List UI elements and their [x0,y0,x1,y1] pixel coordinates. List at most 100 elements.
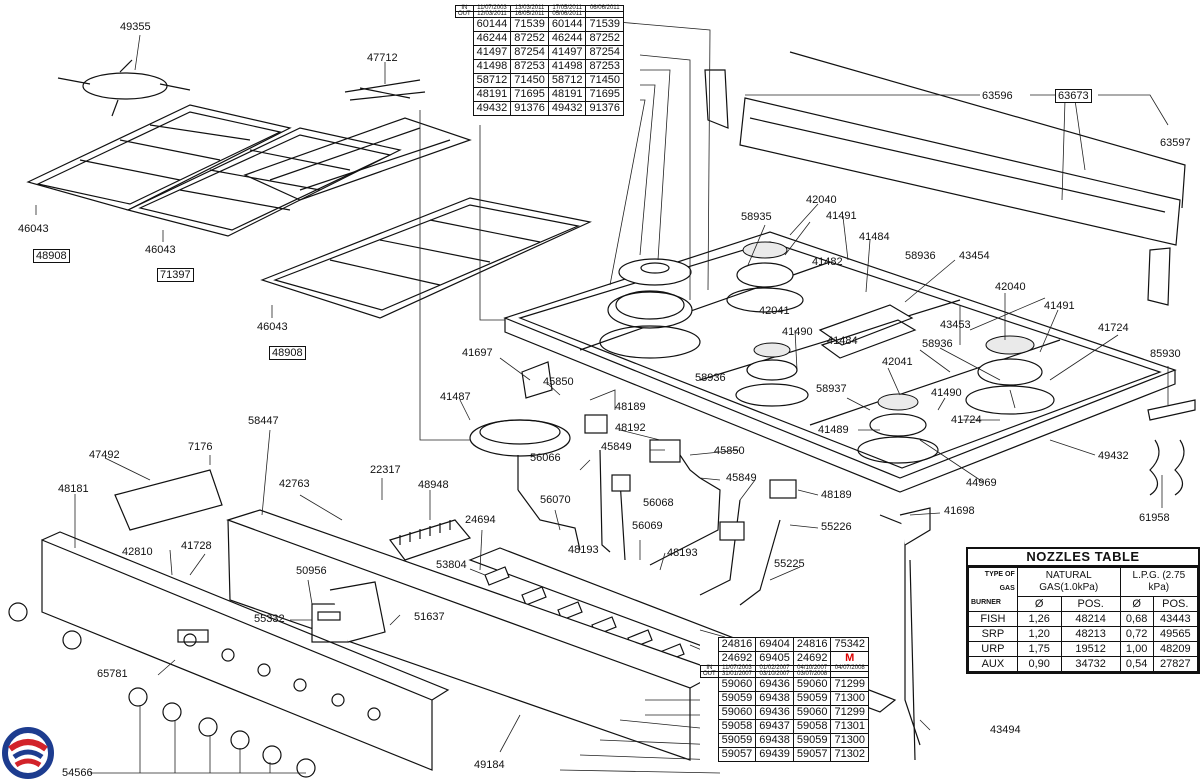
part-label: 55225 [774,558,805,570]
col-dia-lpg: Ø [1119,595,1154,612]
part-label: 41489 [818,424,849,436]
fish-burner [818,304,917,359]
control-panel [41,531,450,771]
part-label: 54566 [62,767,93,779]
part-label: 48193 [667,547,698,559]
table-cell: 87254 [510,45,549,60]
table-cell: 1,00 [1119,640,1154,657]
part-label: 46043 [257,321,288,333]
part-label: 41728 [181,540,212,552]
table-cell: 46244 [472,31,512,46]
part-label: 53804 [436,559,467,571]
nozzles-table: NOZZLES TABLE TYPE OF GAS NATURAL GAS(1.… [966,547,1200,674]
table-row: SRP 1,20 48213 0,72 49565 [968,625,1199,642]
table-cell: 19512 [1060,640,1121,657]
table-cell: 87254 [585,45,625,60]
part-label: 58936 [922,338,953,350]
part-label-boxed: 63673 [1055,89,1092,103]
table-cell: 71301 [830,719,870,734]
bracket-drawing [344,79,426,101]
table-cell: 71300 [830,733,870,748]
terminal-block [389,519,472,561]
part-label: 42040 [806,194,837,206]
part-label: 63597 [1160,137,1191,149]
table-row: 60144 71539 60144 71539 [456,17,625,32]
part-label: 41697 [462,347,493,359]
part-label: 56069 [632,520,663,532]
table-cell-highlight: M [830,651,870,666]
table-cell: 59057 [717,747,757,762]
table-cell: 24692 [792,651,832,666]
table-cell: 48209 [1152,640,1199,657]
valve-taps [484,566,685,663]
table-cell: 24692 [717,651,757,666]
table-cell: 04/07/2008 [830,665,870,672]
part-label: 42040 [995,281,1026,293]
table-row: 41497 87254 41497 87254 [456,45,625,60]
table-cell: 71299 [830,677,870,692]
table-row: URP 1,75 19512 1,00 48209 [968,640,1199,657]
table-cell: 58712 [547,73,587,88]
table-cell: 49565 [1152,625,1199,642]
table-cell: 69437 [755,719,794,734]
burner-label: BURNER [968,596,1018,612]
table-cell: 71300 [830,691,870,706]
table-cell: 71695 [585,87,625,102]
table-cell: 69405 [755,651,794,666]
pan-support-right-top [243,117,472,201]
part-label: 47712 [367,52,398,64]
gas-pipes [517,439,781,606]
burner-front [857,393,939,464]
table-cell: 59059 [717,733,757,748]
table-cell: FISH [968,610,1018,627]
switch-47492 [114,469,223,531]
part-label: 41484 [827,335,858,347]
table-cell: 48191 [547,87,587,102]
part-label: 41490 [782,326,813,338]
table-cell: 24816 [717,637,757,652]
part-label: 58935 [741,211,772,223]
table-cell: 59058 [792,719,832,734]
part-label: 46043 [145,244,176,256]
table-row: FISH 1,26 48214 0,68 43443 [968,610,1199,627]
table-cell: 06/06/2011 [585,5,625,12]
table-row: AUX 0,90 34732 0,54 27827 [968,655,1199,672]
part-label: 55226 [821,521,852,533]
table-cell: 71450 [585,73,625,88]
part-label: 24694 [465,514,496,526]
table-cell: 1,26 [1016,610,1062,627]
natural-gas-header: NATURAL GAS(1.0kPa) [1016,567,1121,597]
table-cell: 41497 [472,45,512,60]
part-label: 41487 [440,391,471,403]
table-cell: 87252 [585,31,625,46]
supersession-table-top: IN 11/07/2003 13/03/2011 17/05/2011 06/0… [455,5,625,116]
part-label: 58936 [905,250,936,262]
burner-wok [599,258,701,359]
part-label: 47492 [89,449,120,461]
nozzles-table-grid: TYPE OF GAS NATURAL GAS(1.0kPa) L.P.G. (… [968,567,1199,672]
table-row: 59058 69437 59058 71301 [701,719,870,734]
table-cell: 60144 [472,17,512,32]
part-label: 44969 [966,477,997,489]
table-row: 49432 91376 49432 91376 [456,101,625,116]
table-cell: 05/06/2011 [547,11,587,18]
table-cell: 69439 [755,747,794,762]
part-label: 45850 [543,376,574,388]
part-label: 43453 [940,319,971,331]
bracket-41697 [521,361,553,399]
control-knobs [8,602,316,778]
part-label: 41698 [944,505,975,517]
table-cell: 69438 [755,733,794,748]
table-cell: 48213 [1060,625,1121,642]
table-cell: 59060 [792,705,832,720]
part-label: 49432 [1098,450,1129,462]
table-cell: 91376 [510,101,549,116]
part-label: 42810 [122,546,153,558]
part-label: 41490 [931,387,962,399]
table-cell: 41498 [472,59,512,74]
part-label: 56066 [530,452,561,464]
table-cell: 58712 [472,73,512,88]
lpg-header: L.P.G. (2.75 kPa) [1119,567,1199,597]
table-row: 59059 69438 59059 71300 [701,733,870,748]
part-label: 46043 [18,223,49,235]
